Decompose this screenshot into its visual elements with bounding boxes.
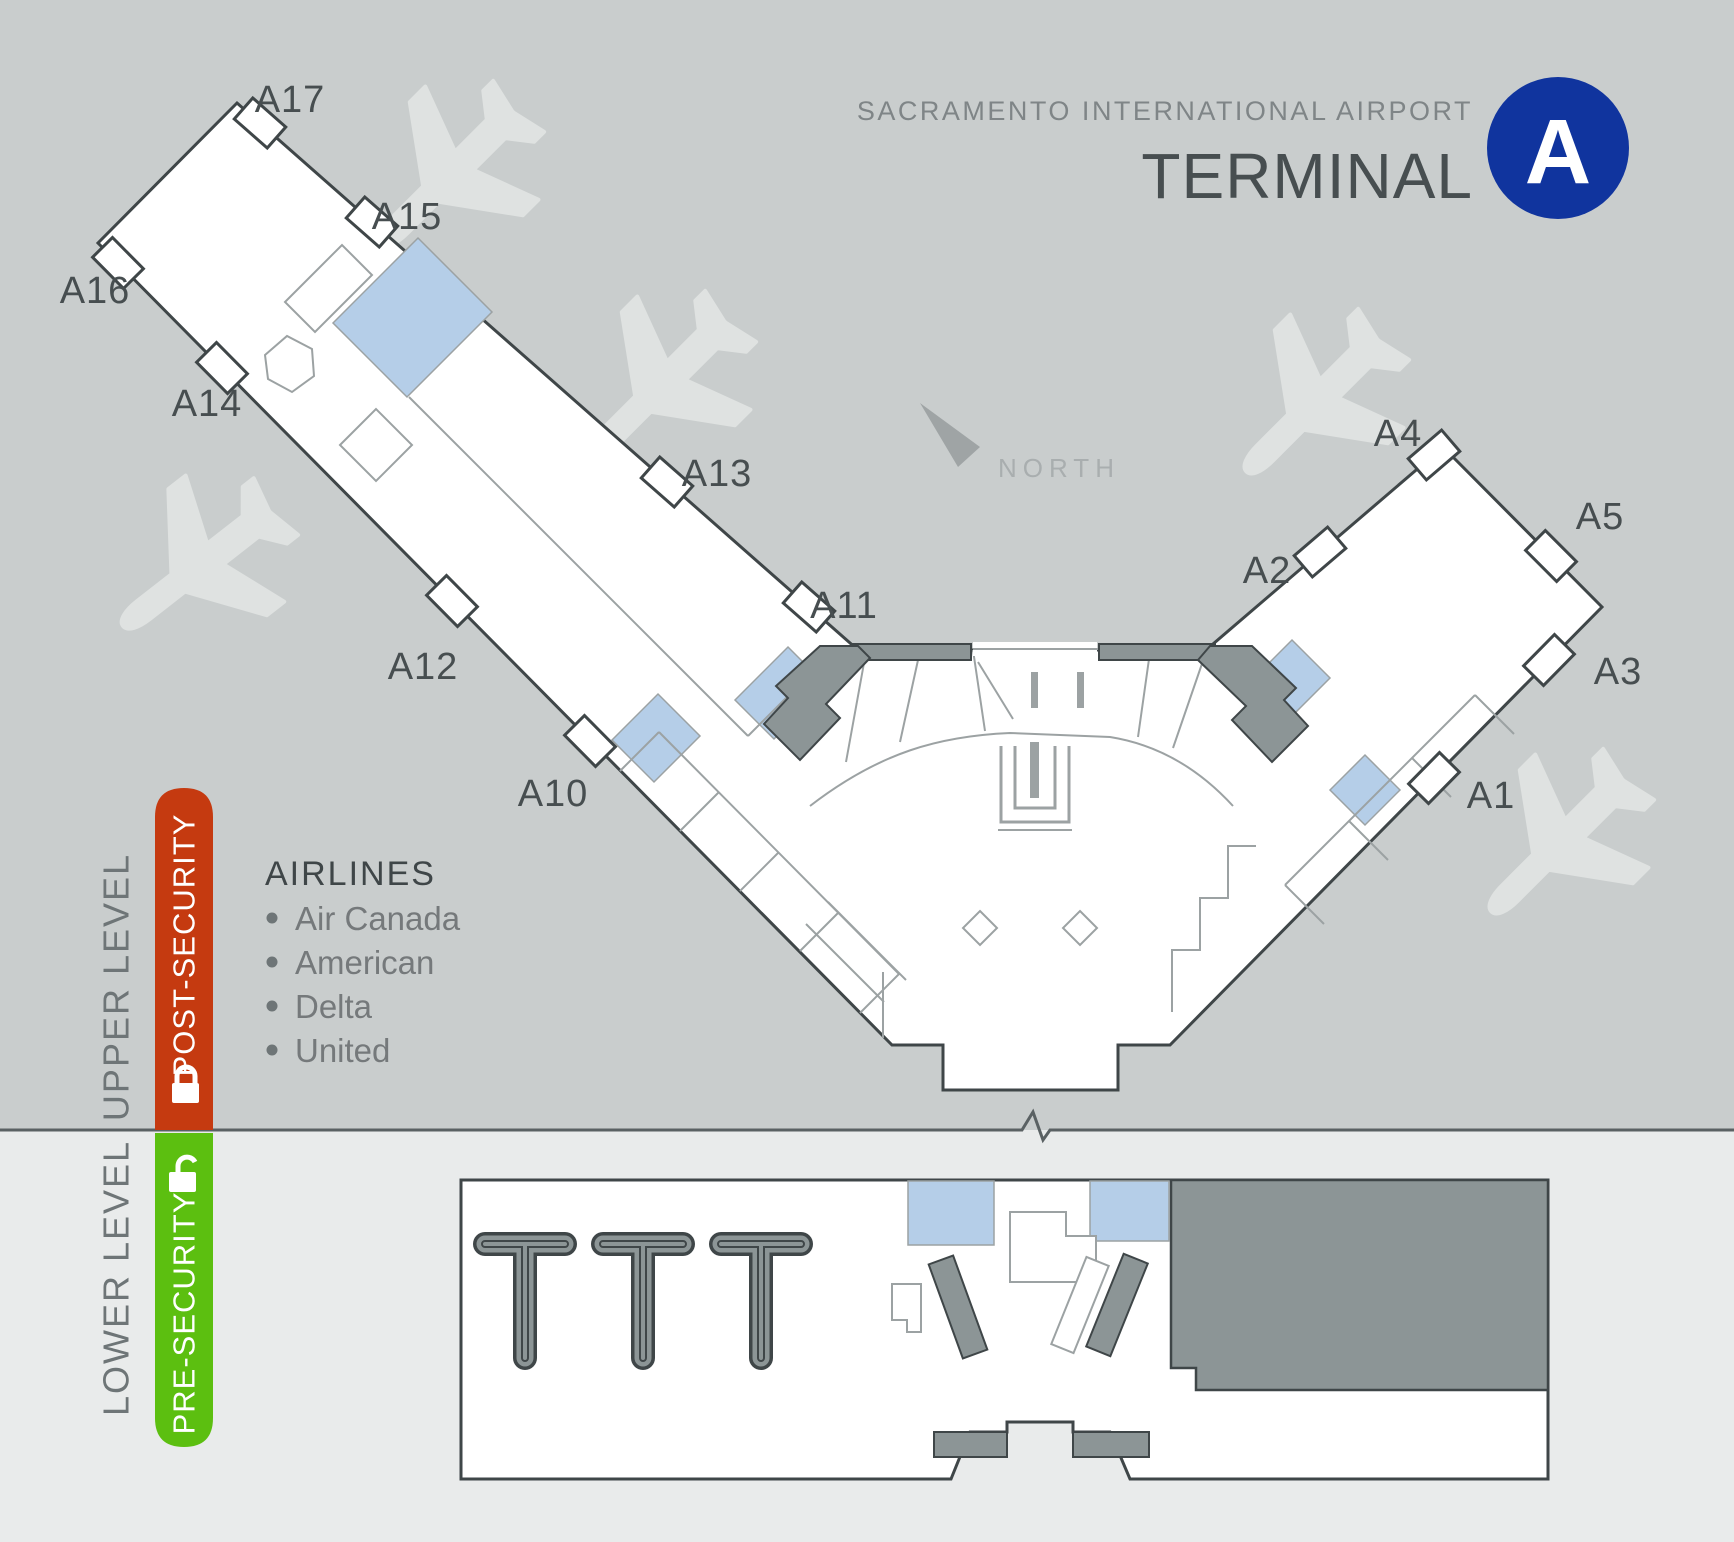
- level-divider: [0, 1108, 1734, 1144]
- terminal-title: TERMINAL: [1141, 140, 1473, 212]
- terminal-badge: [1487, 77, 1629, 219]
- post-security-label: POST-SECURITY: [167, 814, 202, 1077]
- airline-item: United: [295, 1032, 390, 1069]
- gate-door-a16: [90, 235, 146, 291]
- escalator-tick: [1031, 672, 1038, 708]
- rotunda-fan-lines: [845, 649, 1206, 763]
- lock-closed-icon: [172, 1064, 199, 1103]
- rotunda: [762, 642, 1310, 947]
- lock-open-icon: [169, 1154, 198, 1192]
- entrance-vestibule: [1072, 1431, 1150, 1458]
- baggage-carousels: [473, 1232, 813, 1370]
- walkway-lines: [805, 901, 907, 1038]
- wall-right: [1196, 645, 1310, 764]
- gate-door-a1: [1406, 750, 1462, 806]
- hold-rooms: [619, 731, 900, 1014]
- gate-label-a17: A17: [255, 79, 326, 121]
- gate-area-a15: [331, 236, 494, 399]
- gate-label-a16: A16: [60, 270, 131, 312]
- gate-label-a4: A4: [1374, 413, 1422, 455]
- pre-security-label: PRE-SECURITY: [167, 1192, 202, 1435]
- gate-area-a1: [1328, 753, 1402, 827]
- room: [263, 334, 316, 394]
- gate-label-a2: A2: [1243, 550, 1291, 592]
- gate-door-a4: [1406, 427, 1462, 483]
- corridor-line: [408, 396, 789, 737]
- security-legend: POST-SECURITY PRE-SECURITY UPPER LEVEL L…: [96, 788, 213, 1447]
- airline-item: Delta: [295, 988, 373, 1025]
- gate-door-a3: [1521, 632, 1577, 688]
- pre-security-pill: [155, 1133, 213, 1447]
- wall-bar-right: [1098, 643, 1216, 661]
- airlines-heading: AIRLINES: [265, 855, 436, 893]
- wall-left: [762, 645, 872, 762]
- lower-level-label: LOWER LEVEL: [96, 1140, 137, 1416]
- gate-label-a13: A13: [682, 453, 753, 495]
- lower-blue-area: [1089, 1180, 1170, 1242]
- gate-door-a11: [781, 579, 837, 635]
- gate-label-a14: A14: [172, 383, 243, 425]
- escalator-lower: [1084, 1252, 1150, 1358]
- gate-doors: [90, 95, 1579, 806]
- stepped-wall: [1171, 845, 1256, 1012]
- airline-item: Air Canada: [295, 900, 461, 937]
- gate-door-a14: [194, 340, 250, 396]
- upper-level-label: UPPER LEVEL: [96, 853, 137, 1121]
- column: [1061, 909, 1099, 947]
- lower-blue-area: [907, 1180, 995, 1246]
- airlines-list: AIRLINES Air Canada American Delta Unite…: [265, 855, 461, 1069]
- bullet-icon: [266, 1044, 278, 1056]
- gate-label-a15: A15: [372, 196, 443, 238]
- north-indicator: NORTH: [920, 403, 1120, 483]
- north-label: NORTH: [998, 453, 1120, 483]
- gate-label-a1: A1: [1467, 775, 1515, 817]
- bullet-icon: [266, 1000, 278, 1012]
- gate-label-a3: A3: [1594, 651, 1642, 693]
- upper-level-terminal: [90, 95, 1605, 1092]
- escalator-lower-outline: [1049, 1255, 1111, 1355]
- room: [891, 1283, 922, 1333]
- gate-door-a5: [1523, 528, 1579, 584]
- gate-label-a11: A11: [810, 585, 878, 627]
- escalator-tick: [1077, 672, 1084, 708]
- gate-door-a12: [424, 573, 480, 629]
- north-arrow-icon: [920, 403, 980, 467]
- escalator-lower: [927, 1254, 989, 1360]
- gate-door-a2: [1292, 524, 1348, 580]
- rotunda-arc: [809, 731, 1234, 807]
- room: [1009, 1211, 1097, 1283]
- gate-label-a5: A5: [1576, 496, 1624, 538]
- bullet-icon: [266, 956, 278, 968]
- gate-labels: A1 A2 A3 A4 A5 A10 A11 A12 A13 A14 A15 A…: [60, 79, 1642, 817]
- gate-area-a10: [610, 692, 702, 784]
- gate-label-a10: A10: [518, 773, 589, 815]
- escalator-inner: [1013, 746, 1057, 810]
- gate-door-a13: [639, 454, 695, 510]
- post-security-pill: [155, 788, 213, 1130]
- lower-level-terminal: [459, 1178, 1550, 1481]
- back-of-house-area: [1169, 1178, 1550, 1392]
- column: [961, 909, 999, 947]
- room: [283, 243, 374, 334]
- gate-door-a15: [344, 194, 400, 250]
- entrance-vestibule: [933, 1431, 1008, 1458]
- gate-label-a12: A12: [388, 646, 459, 688]
- escalator-outer: [999, 746, 1071, 824]
- airport-name: SACRAMENTO INTERNATIONAL AIRPORT: [857, 96, 1473, 126]
- escalator-divider: [1030, 742, 1039, 798]
- gate-door-a10: [562, 713, 618, 769]
- gate-door-a17: [232, 95, 288, 151]
- bullet-icon: [266, 912, 278, 924]
- header: SACRAMENTO INTERNATIONAL AIRPORT TERMINA…: [857, 77, 1629, 219]
- room: [338, 407, 414, 483]
- airline-item: American: [295, 944, 434, 981]
- terminal-letter: A: [1525, 101, 1591, 203]
